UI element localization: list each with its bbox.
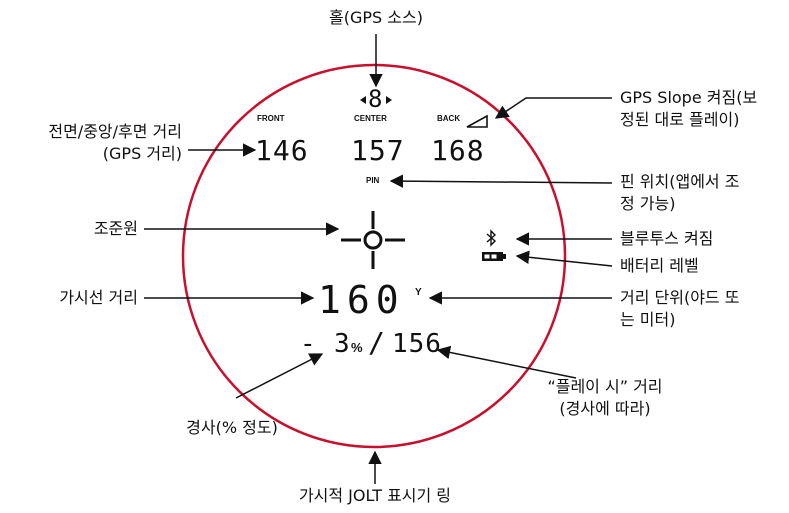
- hole-left-arrow-icon: [360, 96, 366, 104]
- reticle-callout-label: 조준원: [93, 219, 138, 238]
- bluetooth-icon: [486, 229, 497, 247]
- battery-callout-label: 배터리 레벨: [620, 256, 699, 275]
- slope-angle-icon: [466, 114, 488, 128]
- pin-callout-label-2: 정 가능): [620, 194, 676, 213]
- bluetooth-callout-label: 블루투스 켜짐: [620, 229, 714, 248]
- gps-distances-callout-label-2: (GPS 거리): [102, 144, 182, 163]
- pin-label: PIN: [366, 176, 380, 185]
- slope-pct-callout-label: 경사(% 정도): [186, 418, 278, 437]
- plays-like-callout-label-1: “플레이 시” 거리: [547, 377, 663, 396]
- slope-callout-line: [494, 97, 612, 119]
- los-callout-label: 가시선 거리: [59, 288, 138, 307]
- unit-callout-label-2: 는 미터): [620, 310, 676, 329]
- ring-callout-label: 가시적 JOLT 표시기 링: [298, 486, 452, 505]
- los-distance: 160: [318, 278, 405, 322]
- center-distance: 157: [351, 134, 405, 167]
- plays-like-distance: 156: [392, 329, 442, 359]
- battery-callout-line: [515, 250, 613, 267]
- slope-value: 3: [334, 329, 351, 359]
- plays-like-callout-label-2: (경사에 따라): [559, 399, 651, 418]
- pin-callout-label-1: 핀 위치(앱에서 조: [620, 172, 740, 191]
- front-distance: 146: [255, 134, 309, 167]
- back-label: BACK: [437, 114, 461, 123]
- slope-divider: /: [368, 326, 386, 359]
- hole-right-arrow-icon: [386, 96, 392, 104]
- reticle-icon: [341, 211, 405, 269]
- hole-callout-label: 홀(GPS 소스): [329, 8, 423, 27]
- battery-icon: [482, 252, 506, 261]
- slope-sign: -: [300, 329, 317, 359]
- slope-callout-label-2: 정된 대로 플레이): [620, 110, 740, 129]
- unit-callout-label-1: 거리 단위(야드 또: [620, 288, 740, 307]
- slope-percent-sign: %: [351, 340, 363, 355]
- front-label: FRONT: [257, 114, 285, 123]
- jolt-ring: [181, 63, 567, 449]
- gps-distances-callout-label-1: 전면/중앙/후면 거리: [48, 122, 182, 141]
- center-label: CENTER: [354, 114, 387, 123]
- slope-callout-label-1: GPS Slope 켜짐(보: [620, 88, 758, 107]
- plays-like-callout-line: [436, 345, 577, 379]
- slope-pct-callout-line: [235, 353, 324, 399]
- unit-indicator: Y: [415, 287, 422, 298]
- back-distance: 168: [431, 134, 485, 167]
- pin-callout-line: [389, 174, 613, 188]
- hole-number: 8: [368, 85, 384, 113]
